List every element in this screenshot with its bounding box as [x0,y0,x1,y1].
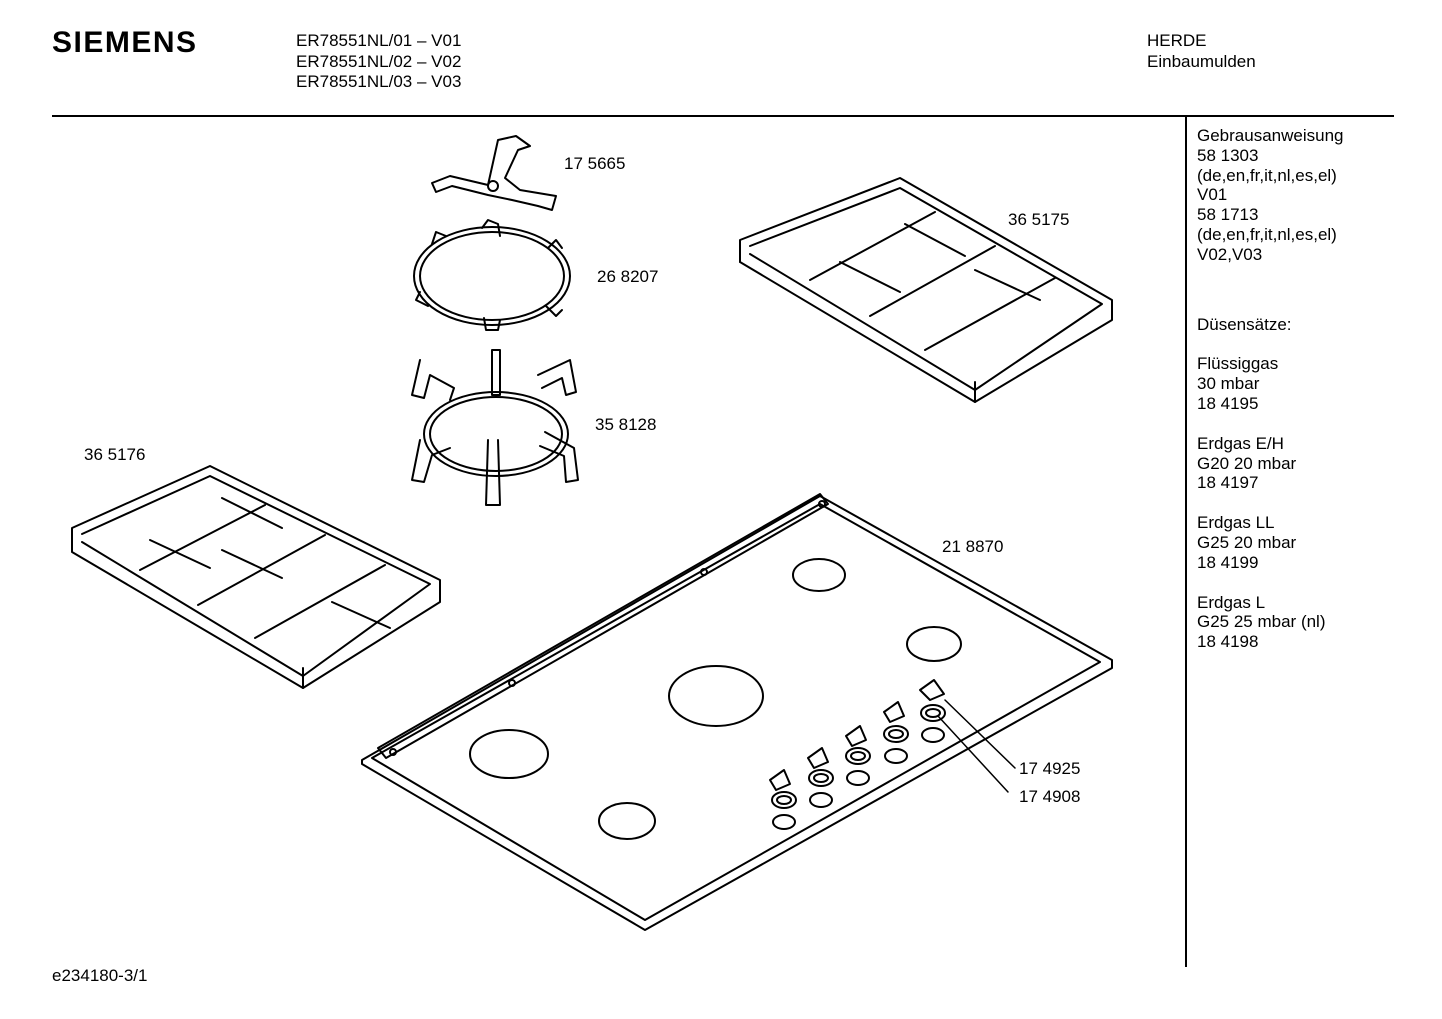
part-label-358128: 35 8128 [595,415,657,434]
nozzle-pressure: G20 20 mbar [1197,453,1297,473]
nozzle-group: Flüssiggas 30 mbar 18 4195 [1197,354,1432,413]
category-line: HERDE [1147,31,1207,50]
nozzle-pressure: 30 mbar [1197,374,1260,394]
nozzle-gas-type: Erdgas E/H [1197,433,1284,453]
model-list: ER78551NL/01 – V01 ER78551NL/02 – V02 ER… [296,31,461,93]
part-label-174908: 17 4908 [1019,787,1081,806]
wok-support-358128 [411,349,579,506]
leader-lines [937,699,1016,793]
burner-cap-support-175665 [431,135,557,211]
part-label-365175: 36 5175 [1008,210,1070,229]
header-rule [52,115,1394,117]
burner-ring-268207 [413,219,571,331]
manual-title: Gebrausanweisung [1197,126,1344,145]
nozzle-gas-type: Erdgas LL [1197,513,1275,533]
model-line: ER78551NL/02 – V02 [296,51,462,71]
nozzle-group: Erdgas E/H G20 20 mbar 18 4197 [1197,434,1432,493]
model-line: ER78551NL/03 – V03 [296,72,462,91]
knob-rings-174908 [771,704,946,830]
part-label-365176: 36 5176 [84,445,146,464]
exploded-parts-diagram [71,135,1113,931]
documentation-sidebar: Gebrausanweisung 58 1303 (de,en,fr,it,nl… [1197,126,1432,652]
part-label-268207: 26 8207 [597,267,659,286]
manual-line: 58 1303 [1197,145,1259,165]
manual-line: (de,en,fr,it,nl,es,el) [1197,165,1337,185]
nozzle-group: Erdgas L G25 25 mbar (nl) 18 4198 [1197,593,1432,652]
cooktop-218870 [361,493,1113,931]
nozzle-pressure: G25 25 mbar (nl) [1197,612,1326,632]
part-label-174925: 17 4925 [1019,759,1081,778]
manual-line: 58 1713 [1197,205,1259,225]
category: HERDE Einbaumulden [1147,31,1256,72]
manual-line: V01 [1197,185,1228,205]
brand-logo: SIEMENS [52,26,198,59]
part-label-175665: 17 5665 [564,154,626,173]
pan-support-365175 [739,177,1113,403]
nozzle-part-number: 18 4195 [1197,393,1259,413]
nozzle-group: Erdgas LL G25 20 mbar 18 4199 [1197,513,1432,572]
manual-line: (de,en,fr,it,nl,es,el) [1197,224,1337,244]
drawing-id: e234180-3/1 [52,966,148,985]
control-knobs-174925 [769,679,945,791]
manual-line: V02,V03 [1197,244,1263,264]
nozzle-gas-type: Flüssiggas [1197,354,1279,374]
nozzle-part-number: 18 4197 [1197,473,1259,493]
nozzle-part-number: 18 4198 [1197,632,1259,652]
model-line: ER78551NL/01 – V01 [296,31,462,50]
nozzle-title: Düsensätze: [1197,314,1292,334]
manual-section: Gebrausanweisung 58 1303 (de,en,fr,it,nl… [1197,126,1432,265]
nozzle-gas-type: Erdgas L [1197,592,1266,612]
part-label-218870: 21 8870 [942,537,1004,556]
pan-support-365176 [71,465,441,689]
nozzle-part-number: 18 4199 [1197,552,1259,572]
nozzle-pressure: G25 20 mbar [1197,532,1297,552]
category-line: Einbaumulden [1147,51,1256,71]
sidebar-divider [1185,117,1187,967]
